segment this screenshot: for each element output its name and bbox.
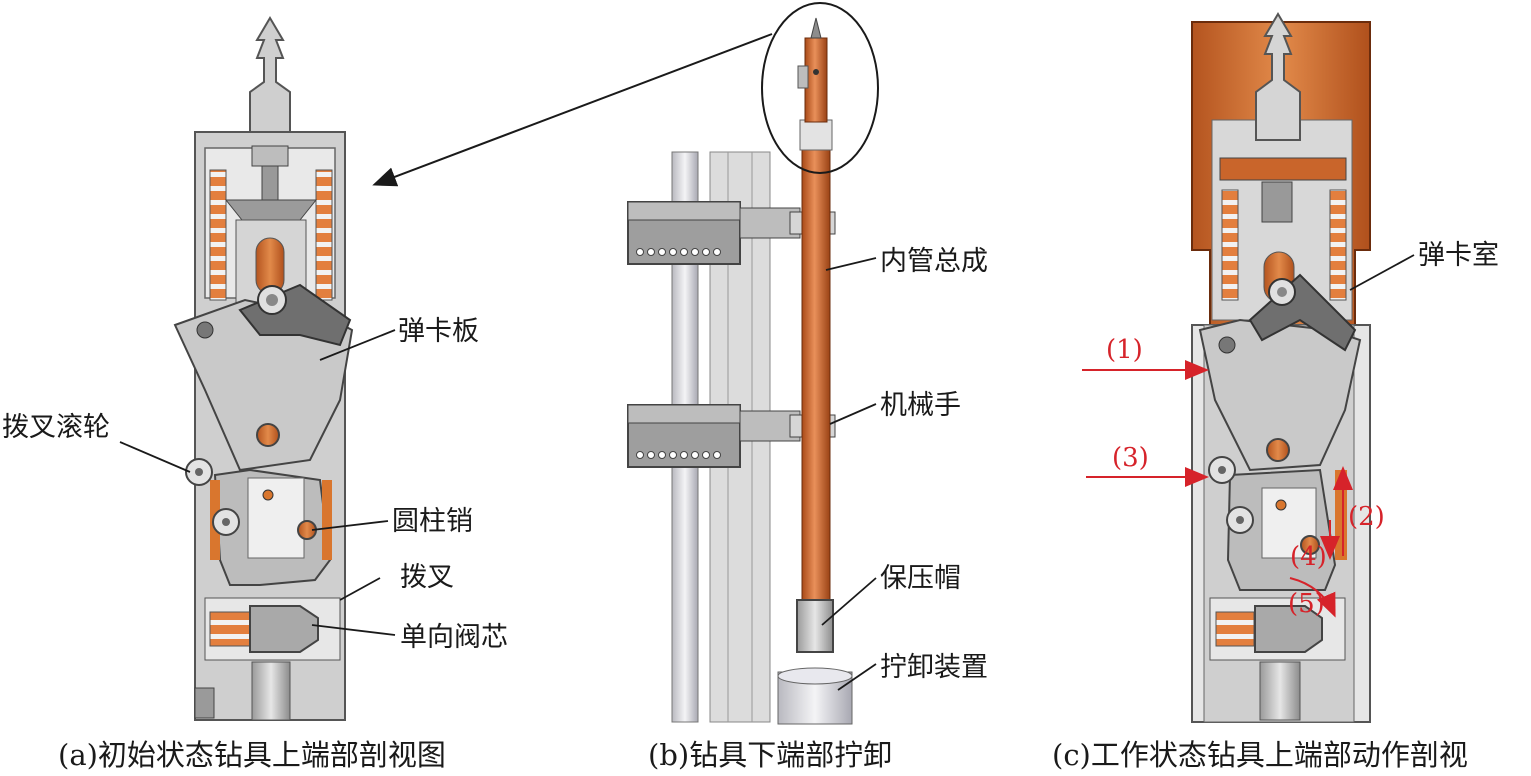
step-2-label: (2)	[1348, 502, 1385, 532]
gripper-hole	[658, 248, 666, 256]
inner-tube-b	[801, 147, 831, 607]
gripper-hole	[636, 451, 644, 459]
pivot-pin-c	[1266, 438, 1290, 462]
valve-spring-a	[209, 611, 251, 647]
pivot-pin-a	[256, 423, 280, 447]
gripper-hole	[691, 248, 699, 256]
spring-left-c	[1221, 189, 1239, 301]
gripper-hole	[691, 451, 699, 459]
gripper-hole	[713, 451, 721, 459]
caption-a: (a)初始状态钻具上端部剖视图	[58, 738, 446, 772]
caption-c: (c)工作状态钻具上端部动作剖视	[1052, 738, 1468, 772]
gripper-hole	[647, 248, 655, 256]
red-arc-5	[1289, 577, 1336, 618]
panel-a-drawing	[173, 16, 354, 721]
panel-c-drawing	[1082, 12, 1371, 723]
zoom-arrow	[372, 33, 773, 187]
spring-right-c	[1329, 189, 1347, 301]
gripper-hole	[647, 451, 655, 459]
label-manipulator: 机械手	[880, 390, 961, 421]
label-cylinder-pin: 圆柱销	[392, 506, 473, 537]
gripper-holes	[636, 248, 721, 459]
label-inner-tube-assembly: 内管总成	[880, 246, 988, 277]
gripper-hole	[636, 248, 644, 256]
label-unscrew-device: 拧卸装置	[880, 652, 988, 683]
label-fork: 拨叉	[400, 562, 454, 593]
label-fork-roller: 拨叉滚轮	[2, 412, 110, 443]
step-5-label: (5)	[1288, 589, 1325, 619]
spring-right-a	[315, 169, 333, 301]
step-4-label: (4)	[1290, 542, 1327, 572]
label-latch-chamber: 弹卡室	[1418, 240, 1499, 271]
spearhead-shape	[249, 16, 291, 133]
spring-left-a	[209, 169, 227, 301]
gripper-hole	[669, 248, 677, 256]
gripper-hole	[680, 248, 688, 256]
label-pressure-cap: 保压帽	[880, 563, 961, 594]
gripper-hole	[713, 248, 721, 256]
label-latch-plate: 弹卡板	[398, 316, 479, 347]
check-valve-core-a	[249, 605, 319, 653]
leader-lines	[119, 254, 1415, 691]
step-3-label: (3)	[1112, 443, 1149, 473]
zoom-ellipse-b	[761, 2, 879, 174]
step-1-label: (1)	[1106, 335, 1143, 365]
caption-b: (b)钻具下端部拧卸	[648, 738, 892, 772]
gripper-hole	[702, 248, 710, 256]
gripper-hole	[669, 451, 677, 459]
cylinder-pin-c	[1300, 535, 1320, 555]
pressure-cap-b	[796, 599, 834, 653]
label-check-valve-core: 单向阀芯	[400, 622, 508, 653]
panel-b-drawing	[372, 2, 879, 725]
gripper-upper-b	[627, 201, 836, 265]
gripper-hole	[680, 451, 688, 459]
gripper-hole	[702, 451, 710, 459]
gripper-hole	[658, 451, 666, 459]
